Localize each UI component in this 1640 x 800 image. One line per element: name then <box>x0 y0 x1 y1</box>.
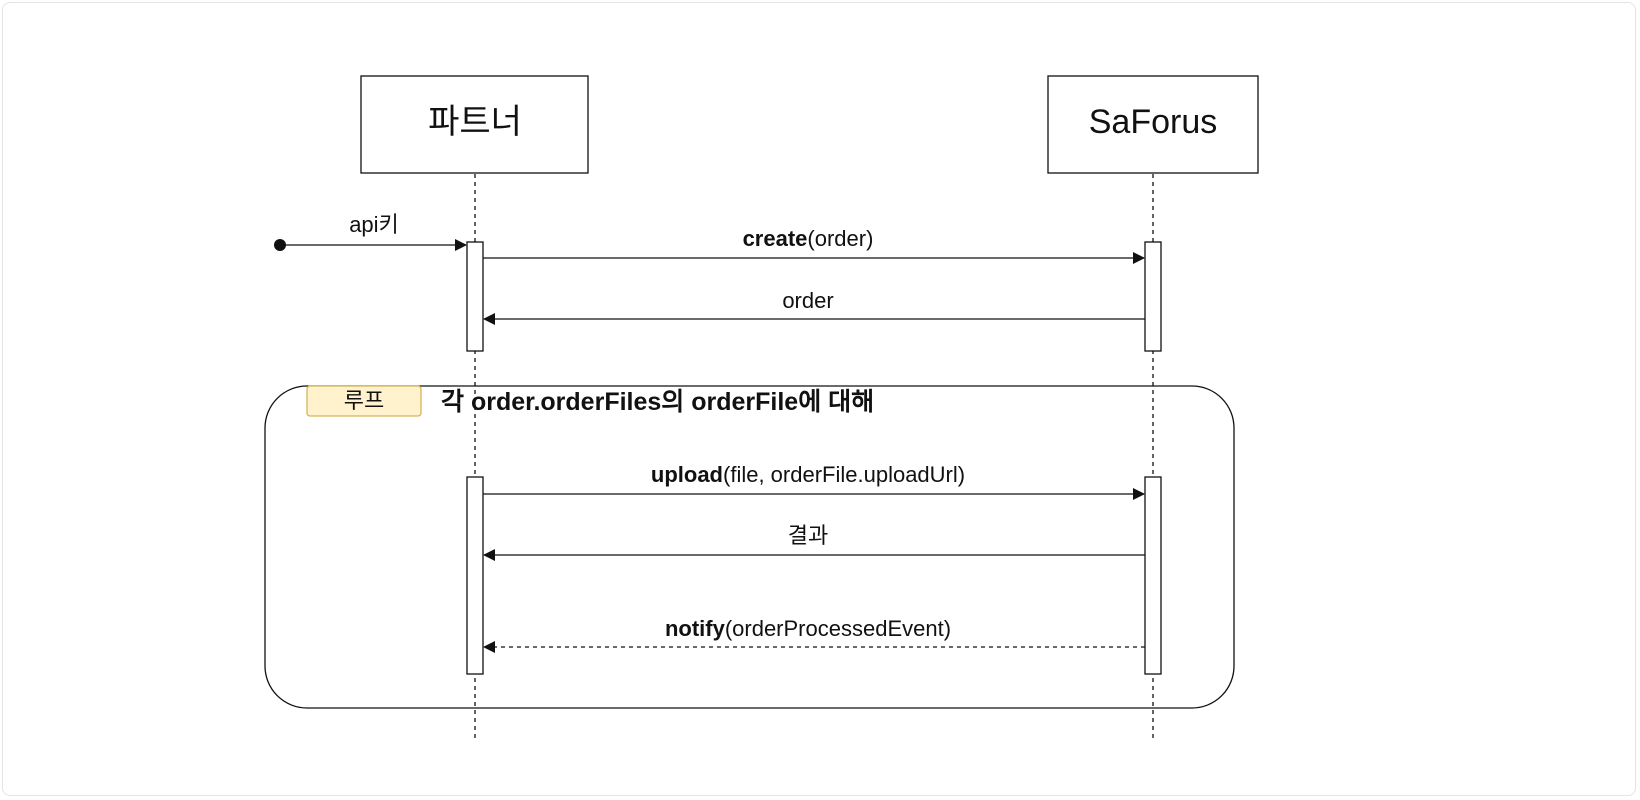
found-message-label: api키 <box>349 212 399 237</box>
loop-fragment <box>264 385 1235 709</box>
participant-partner-label: 파트너 <box>428 103 522 141</box>
activation-partner-2 <box>466 476 484 675</box>
message-result-return-label: 결과 <box>788 523 828 548</box>
message-create-label: create(order) <box>743 226 874 251</box>
loop-tag <box>306 385 422 417</box>
message-notify-label: notify(orderProcessedEvent) <box>665 616 951 641</box>
loop-tag-label: 루프 <box>344 388 384 413</box>
message-order-return-label: order <box>782 288 833 313</box>
participant-saforus: SaForus <box>1047 75 1259 174</box>
loop-condition: 각 order.orderFiles의 orderFile에 대해 <box>441 388 874 416</box>
activation-saforus-1 <box>1144 241 1162 352</box>
message-upload-label: upload(file, orderFile.uploadUrl) <box>651 462 965 487</box>
activation-saforus-2 <box>1144 476 1162 675</box>
participant-saforus-label: SaForus <box>1089 103 1218 141</box>
activation-partner-1 <box>466 241 484 352</box>
participant-partner: 파트너 <box>360 75 589 174</box>
